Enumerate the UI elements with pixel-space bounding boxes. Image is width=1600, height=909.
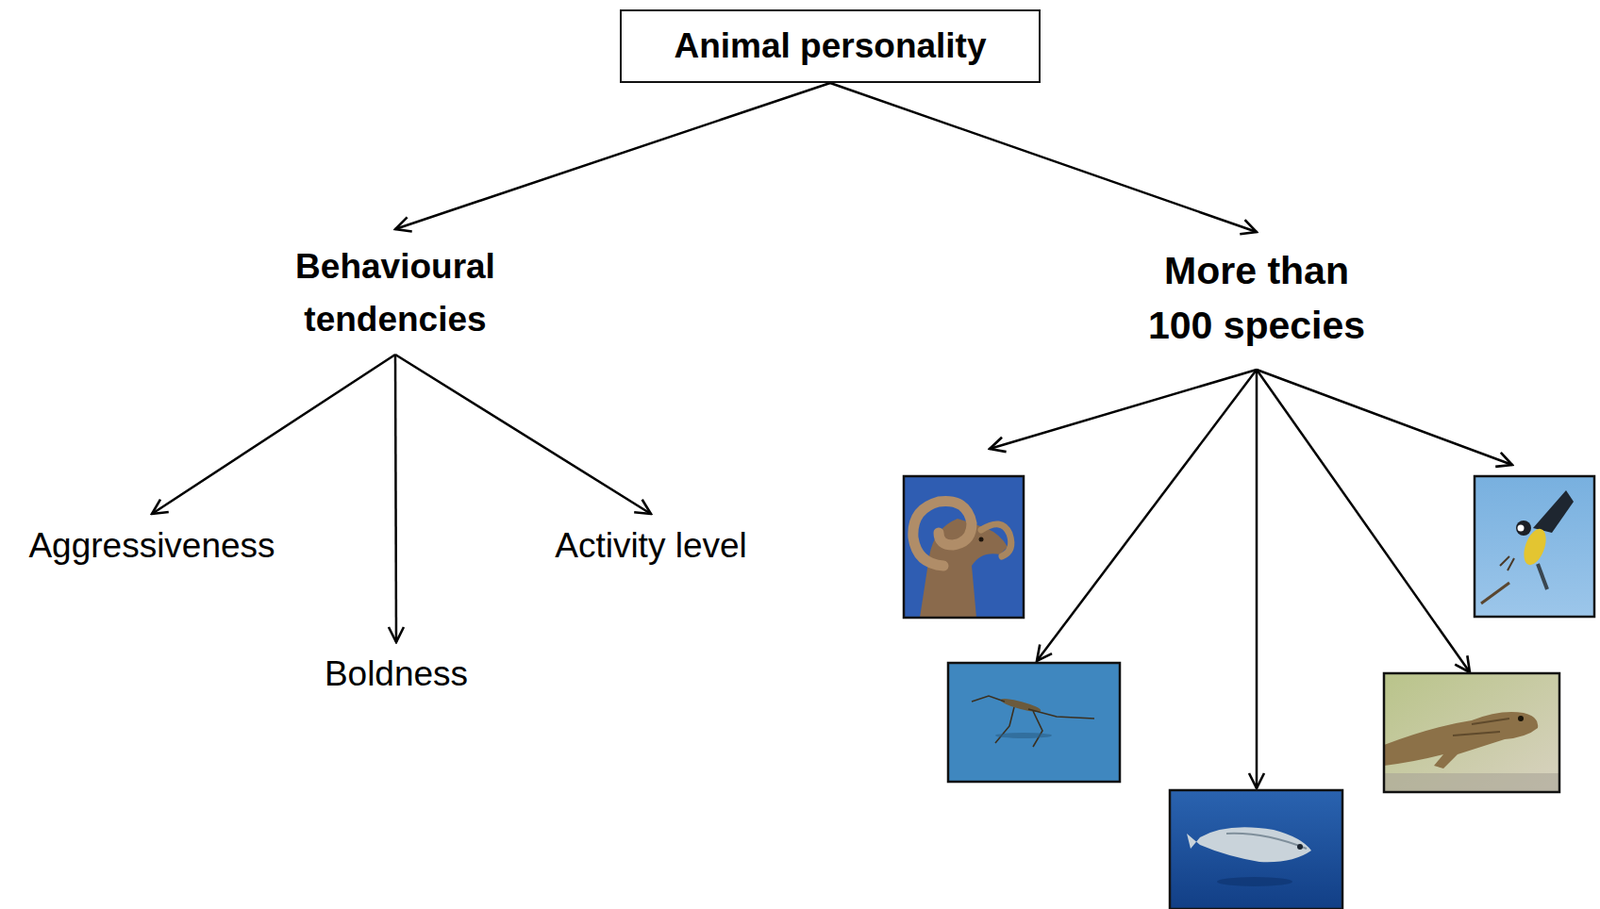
- node-text: Activity level: [554, 525, 748, 567]
- trait-label: Activity level: [554, 525, 748, 567]
- trait-label: Boldness: [324, 653, 468, 696]
- node-text: More than 100 species: [1138, 243, 1375, 353]
- connector-arrow: [830, 83, 1257, 233]
- photo-arrow: [1256, 369, 1513, 466]
- branch-heading: Behavioural tendencies: [272, 240, 518, 346]
- water-strider-photo: [948, 663, 1120, 783]
- branch-heading: More than 100 species: [1138, 243, 1375, 353]
- node-text: Behavioural tendencies: [272, 240, 518, 346]
- trait-label: Aggressiveness: [28, 525, 275, 567]
- connector-arrow: [151, 354, 396, 515]
- photo-arrow: [1036, 369, 1257, 662]
- node-text: Animal personality: [673, 25, 986, 67]
- ram-photo: [903, 476, 1024, 618]
- photo-arrow: [1256, 369, 1470, 673]
- photo-arrow: [989, 369, 1257, 450]
- node-text: Aggressiveness: [28, 525, 275, 567]
- node-text: Boldness: [324, 653, 468, 696]
- lizard-photo: [1383, 673, 1560, 793]
- bird-photo: [1474, 476, 1595, 617]
- connector-arrow: [395, 354, 397, 643]
- fish-photo: [1169, 790, 1343, 909]
- connector-arrow: [395, 354, 651, 515]
- photo-arrow: [1255, 369, 1259, 789]
- connector-arrow: [395, 83, 831, 230]
- connector-group: [151, 83, 1257, 643]
- root-box: Animal personality: [619, 9, 1041, 84]
